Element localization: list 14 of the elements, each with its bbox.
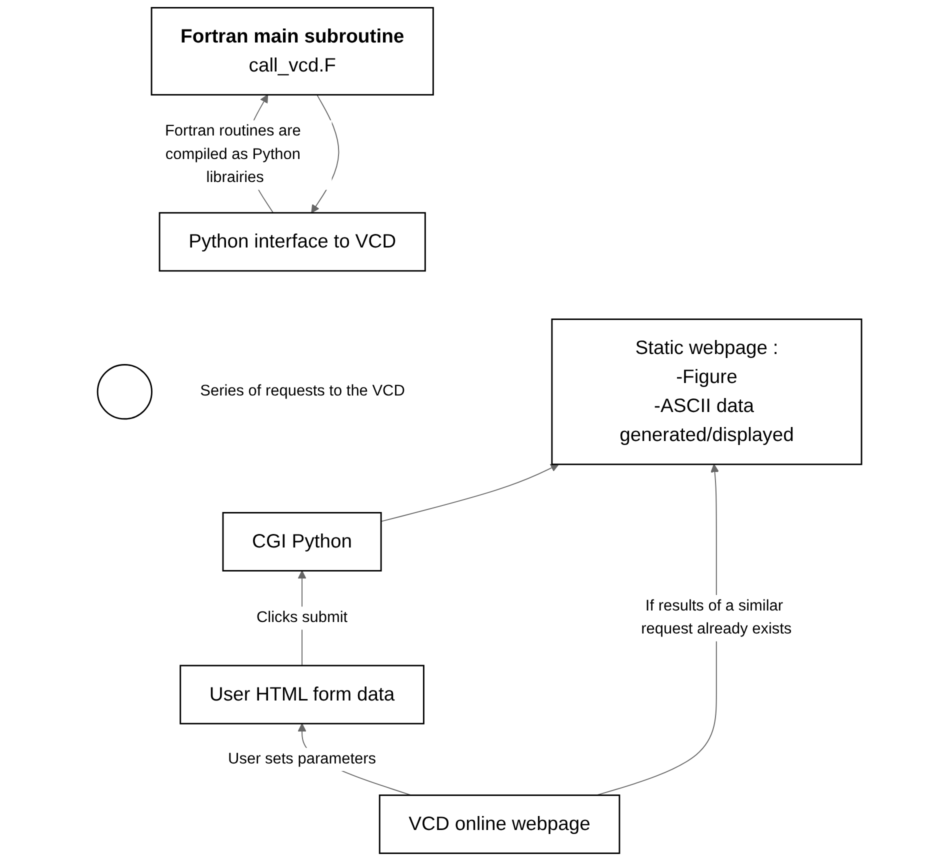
node-box: CGI Python: [222, 512, 382, 572]
node-box: Static webpage : -Figure -ASCII data generated/displayed: [551, 318, 862, 466]
edge-label: If results of a similar request already exists: [641, 598, 792, 638]
arrow: [311, 94, 340, 214]
edge-label: User sets parameters: [228, 750, 376, 768]
node-label: Series of requests to the VCD: [200, 383, 406, 400]
edge-label: Fortran routines are compiled as Python librairies: [165, 123, 302, 186]
node-box: Python interface to VCD: [159, 212, 426, 272]
edge-label: Clicks submit: [256, 609, 348, 626]
arrow: [380, 464, 560, 522]
node-box: User HTML form data: [180, 664, 425, 724]
node-circle: [97, 364, 153, 420]
node-box: VCD online webpage: [379, 794, 620, 854]
node-box: Fortran main subroutine call_vcd.F: [150, 7, 434, 96]
